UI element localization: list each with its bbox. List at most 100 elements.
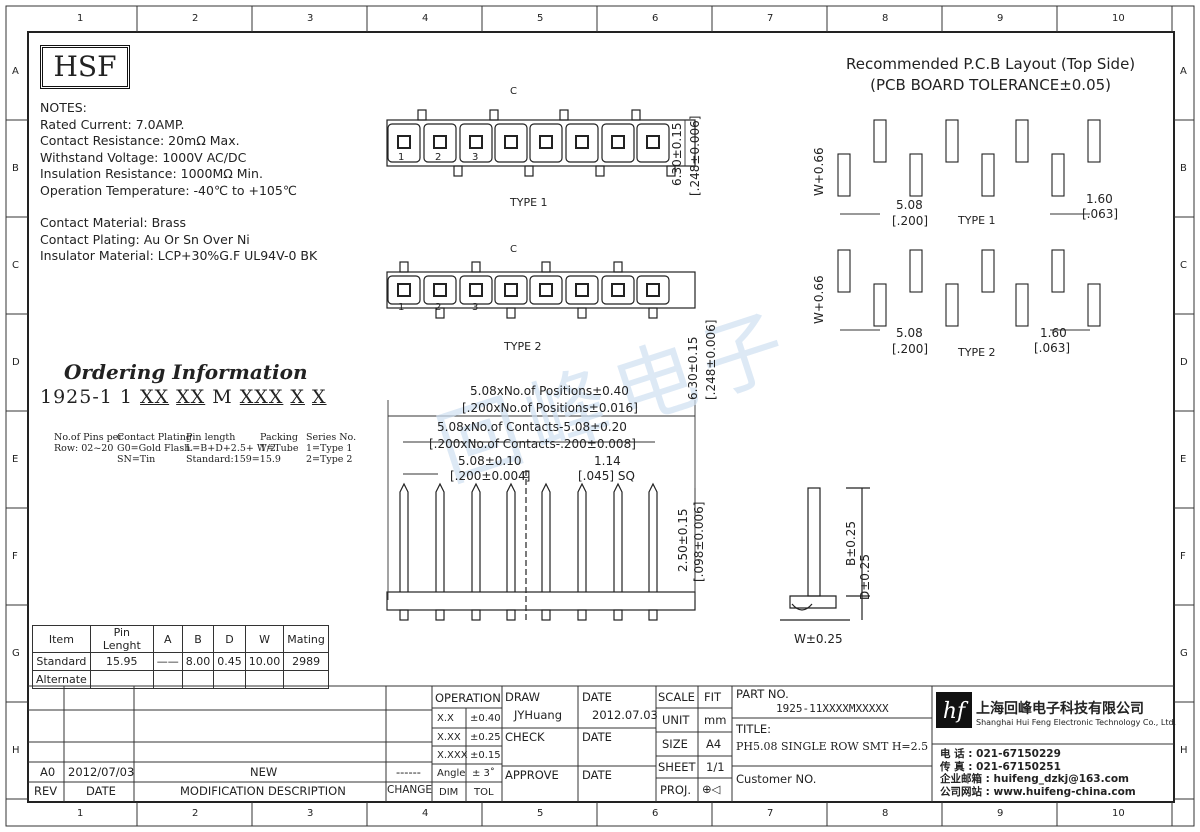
company-logo-icon: hf: [936, 692, 972, 728]
pcb-pad: [1015, 119, 1029, 163]
sheet-label: SHEET: [658, 760, 696, 774]
note-line: Contact Resistance: 20mΩ Max.: [40, 133, 240, 148]
customer-label: Customer NO.: [736, 772, 817, 786]
pin: [541, 482, 551, 592]
contact-square: [433, 283, 447, 297]
title-value: PH5.08 SINGLE ROW SMT H=2.5: [736, 740, 929, 753]
pcb-w-label: W+0.66: [812, 147, 826, 196]
ordering-title: Ordering Information: [64, 360, 308, 384]
pin-number: 3: [472, 152, 479, 163]
centerline-mark: C: [510, 86, 517, 97]
grid-row-label: D: [12, 357, 20, 368]
centerline-mark: C: [510, 244, 517, 255]
approve-label: APPROVE: [505, 768, 559, 782]
code-plating: XX: [176, 386, 206, 408]
code-series: X: [312, 386, 327, 408]
pcb-pad-in: [.063]: [1082, 207, 1119, 221]
pcb-pad: [1087, 119, 1101, 163]
pin: [648, 482, 658, 592]
centerline-mark: C: [522, 470, 529, 481]
latch: [471, 261, 481, 273]
tol-val: ±0.40: [470, 713, 501, 724]
contact-square: [397, 283, 411, 297]
note-line: Rated Current: 7.0AMP.: [40, 116, 185, 132]
grid-row-label: A: [1180, 66, 1187, 77]
latch: [417, 109, 427, 121]
contact-square: [504, 135, 518, 149]
pin: [471, 482, 481, 592]
dim-h3: 2.50±0.15: [676, 508, 690, 573]
contact-square: [469, 135, 483, 149]
pcb-pad: [1015, 283, 1029, 327]
rev-value: A0: [40, 765, 56, 779]
pcb-type1: TYPE 1: [958, 214, 996, 227]
pcb-pitch: 5.08: [896, 198, 923, 212]
company-contact: 电 话 : 021-67150229 传 真 : 021-67150251 企业…: [940, 748, 1136, 798]
housing-cell: [494, 275, 528, 305]
housing-cell: [529, 123, 563, 163]
grid-row-label: H: [12, 745, 20, 756]
pin-number: 2: [435, 152, 442, 163]
grid-col-label: 6: [652, 13, 659, 24]
tol-val: ± 3˚: [472, 768, 495, 779]
grid-col-label: 1: [77, 808, 84, 819]
grid-col-label: 7: [767, 13, 774, 24]
grid-col-label: 2: [192, 13, 199, 24]
pin-number: 1: [398, 302, 405, 313]
grid-col-label: 8: [882, 808, 889, 819]
housing-cell: [565, 275, 599, 305]
grid-col-label: 7: [767, 808, 774, 819]
draw-label: DRAW: [505, 690, 540, 704]
grid-row-label: D: [1180, 357, 1188, 368]
housing-cell: [529, 275, 563, 305]
latch: [453, 165, 463, 177]
unit-label: UNIT: [662, 713, 690, 727]
pcb-pad: [909, 249, 923, 293]
latch: [489, 109, 499, 121]
latch: [399, 261, 409, 273]
material-line: Contact Material: Brass: [40, 215, 186, 230]
tol-key: Angle: [437, 768, 466, 779]
dim-contacts-in: [.200xNo.of Contacts-.200±0.008]: [429, 437, 636, 451]
material-line: Insulator Material: LCP+30%G.F UL94V-0 B…: [40, 248, 318, 263]
note-line: Insulation Resistance: 1000MΩ Min.: [40, 166, 263, 181]
code-pins: XX: [140, 386, 170, 408]
housing-cell: [387, 123, 421, 163]
pin: [577, 482, 587, 592]
dim-h1-in: [.248±0.006]: [688, 115, 702, 197]
dim-contacts: 5.08xNo.of Contacts-5.08±0.20: [437, 420, 627, 434]
scale-value: FIT: [704, 690, 722, 704]
dim-pin-sq-in: [.045] SQ: [578, 469, 635, 483]
grid-row-label: H: [1180, 745, 1188, 756]
pin-tail: [648, 609, 658, 621]
side-view: [780, 487, 870, 621]
note-line: Operation Temperature: -40℃ to +105℃: [40, 182, 297, 198]
material-line: Contact Plating: Au Or Sn Over Ni: [40, 231, 250, 247]
part-no-value: 1925-11XXXXMXXXXX: [776, 702, 889, 715]
pcb-pitch: 5.08: [896, 326, 923, 340]
housing-cell: [459, 275, 493, 305]
contact-square: [504, 283, 518, 297]
contact-square: [433, 135, 447, 149]
date-label: DATE: [582, 768, 612, 782]
pcb-pitch-in: [.200]: [892, 342, 929, 356]
pin-number: 1: [398, 152, 405, 163]
grid-col-label: 4: [422, 13, 429, 24]
latch: [648, 307, 658, 319]
check-label: CHECK: [505, 730, 545, 744]
dim-pitch-in: [.200±0.004]: [450, 469, 531, 483]
code-length: XXX: [239, 386, 284, 408]
dim-d: D±0.25: [858, 553, 872, 600]
notes-block: NOTES: Rated Current: 7.0AMP. Contact Re…: [40, 100, 317, 265]
pin: [435, 482, 445, 592]
pcb-pad-in: [.063]: [1034, 341, 1071, 355]
pcb-pad: [909, 153, 923, 197]
latch: [595, 165, 605, 177]
grid-col-label: 3: [307, 808, 314, 819]
type2-top-view: [386, 261, 696, 319]
dim-positions: 5.08xNo.of Positions±0.40: [470, 384, 629, 398]
unit-value: mm: [704, 713, 727, 727]
pcb-pad: [873, 283, 887, 327]
